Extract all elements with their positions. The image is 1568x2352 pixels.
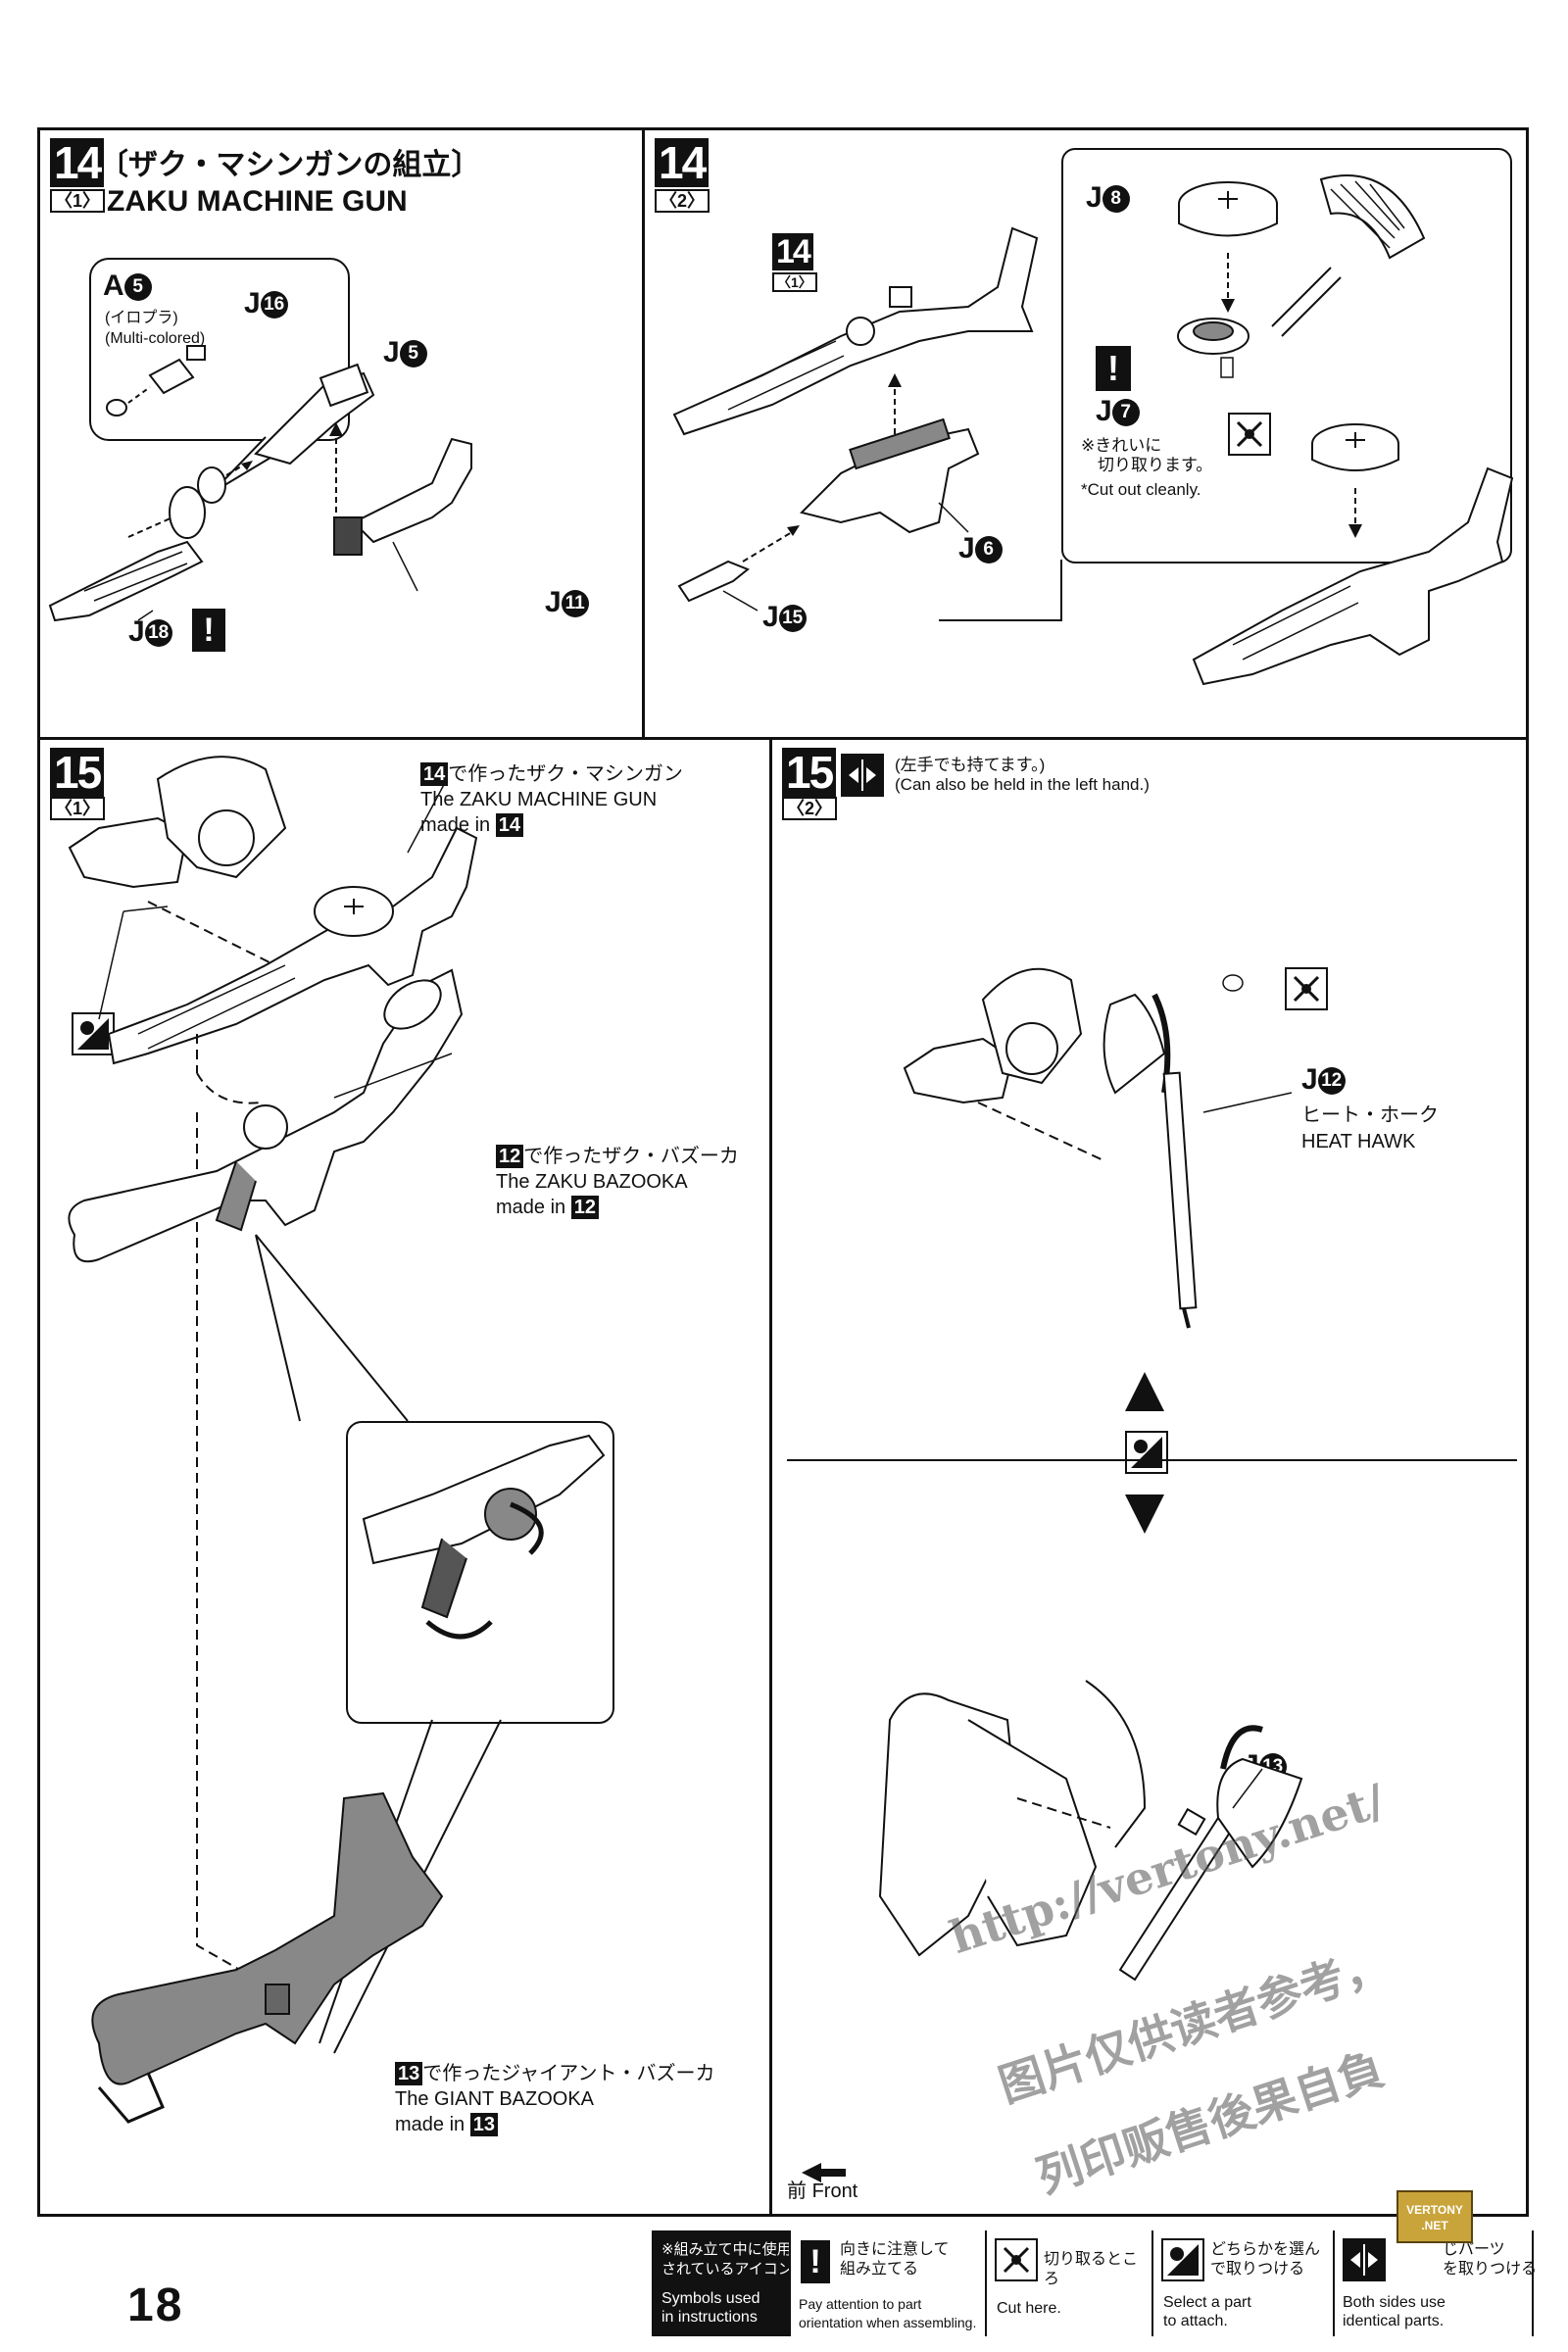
legend-select: どちらかを選ん で取りつける Select a part to attach. [1152, 2230, 1333, 2336]
step-number-badge: 15 [782, 748, 837, 797]
step-number-badge: 14 [50, 138, 105, 187]
step-number-badge: 15 [50, 748, 105, 797]
page-number: 18 [127, 2279, 184, 2331]
ref-step-badge: 14 [772, 233, 813, 270]
attention-icon: ! [1096, 346, 1131, 391]
substep-label: 〈1〉 [50, 189, 106, 213]
cut-here-icon [1228, 413, 1271, 456]
front-direction-label: 前 Front [787, 2180, 858, 2202]
callout-bubble [89, 258, 350, 441]
legend-attention: ! 向きに注意して 組み立てる Pay attention to part or… [789, 2230, 985, 2336]
step15-2-panel: 15 〈2〉 (左手でも持てます。) (Can also be held in … [769, 737, 1529, 2217]
multi-colored-en: (Multi-colored) [105, 330, 206, 347]
both-sides-icon [1343, 2238, 1386, 2281]
legend-cut: 切り取るところ Cut here. [985, 2230, 1152, 2336]
inset-frame [1061, 148, 1512, 564]
legend-both: じパーツ を取りつける Both sides use identical par… [1333, 2230, 1537, 2336]
left-hand-note-en: (Can also be held in the left hand.) [895, 775, 1150, 794]
attention-icon: ! [192, 609, 225, 652]
left-hand-note-jp: (左手でも持てます。) [895, 756, 1046, 774]
select-part-icon [1161, 2238, 1204, 2281]
machine-gun-assembly-drawing [672, 174, 1514, 686]
cut-cleanly-jp: ※きれいに 切り取ります。 [1081, 436, 1213, 474]
substep-label: 〈2〉 [655, 189, 710, 213]
substep-label: 〈1〉 [50, 797, 106, 820]
ref-substep-label: 〈1〉 [772, 272, 817, 292]
substep-label: 〈2〉 [782, 797, 838, 820]
cut-cleanly-en: *Cut out cleanly. [1081, 480, 1201, 499]
bazooka-grip-inset [346, 1421, 614, 1724]
machine-gun-parts-drawing [48, 345, 472, 622]
heat-hawk-en: HEAT HAWK [1301, 1131, 1416, 1152]
weapon-selection-drawing [68, 756, 606, 2124]
heat-hawk-jp: ヒート・ホーク [1301, 1104, 1439, 1126]
legend-intro: ※組み立て中に使用 されているアイコン Symbols used in inst… [652, 2230, 793, 2336]
step-title-en: ZAKU MACHINE GUN [107, 185, 408, 218]
step-number-badge: 14 [655, 138, 710, 187]
watermark-logo: VERTONY .NET [1396, 2190, 1473, 2243]
cut-here-icon [1285, 967, 1328, 1010]
symbol-legend: ※組み立て中に使用 されているアイコン Symbols used in inst… [652, 2230, 1537, 2336]
step-title-jp: 〔ザク・マシンガンの組立〕 [99, 149, 481, 181]
heat-hawk-drawing [787, 967, 1517, 2182]
cut-here-icon [995, 2238, 1038, 2281]
attention-icon: ! [801, 2240, 830, 2283]
multi-colored-jp: (イロプラ) [105, 310, 178, 326]
both-sides-icon [841, 754, 884, 797]
